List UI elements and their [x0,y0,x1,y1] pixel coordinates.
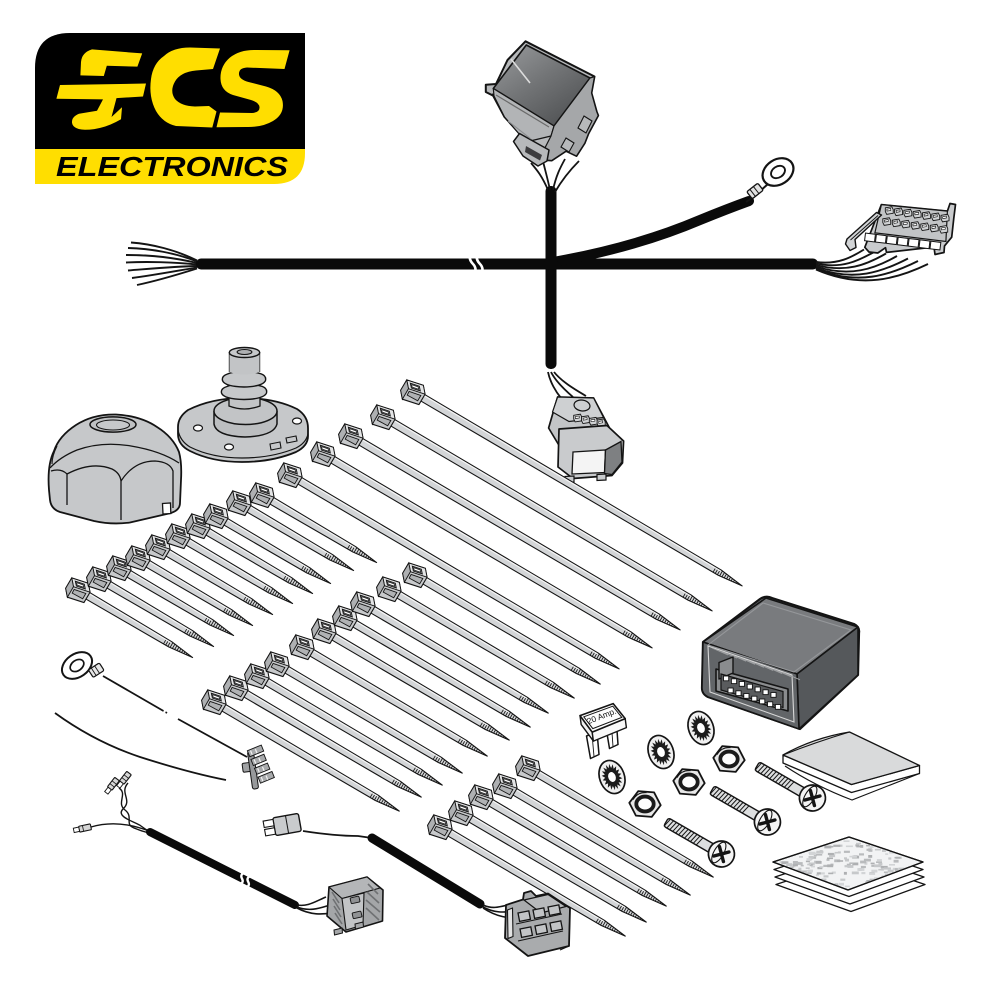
svg-text:ELECTRONICS: ELECTRONICS [56,151,288,182]
